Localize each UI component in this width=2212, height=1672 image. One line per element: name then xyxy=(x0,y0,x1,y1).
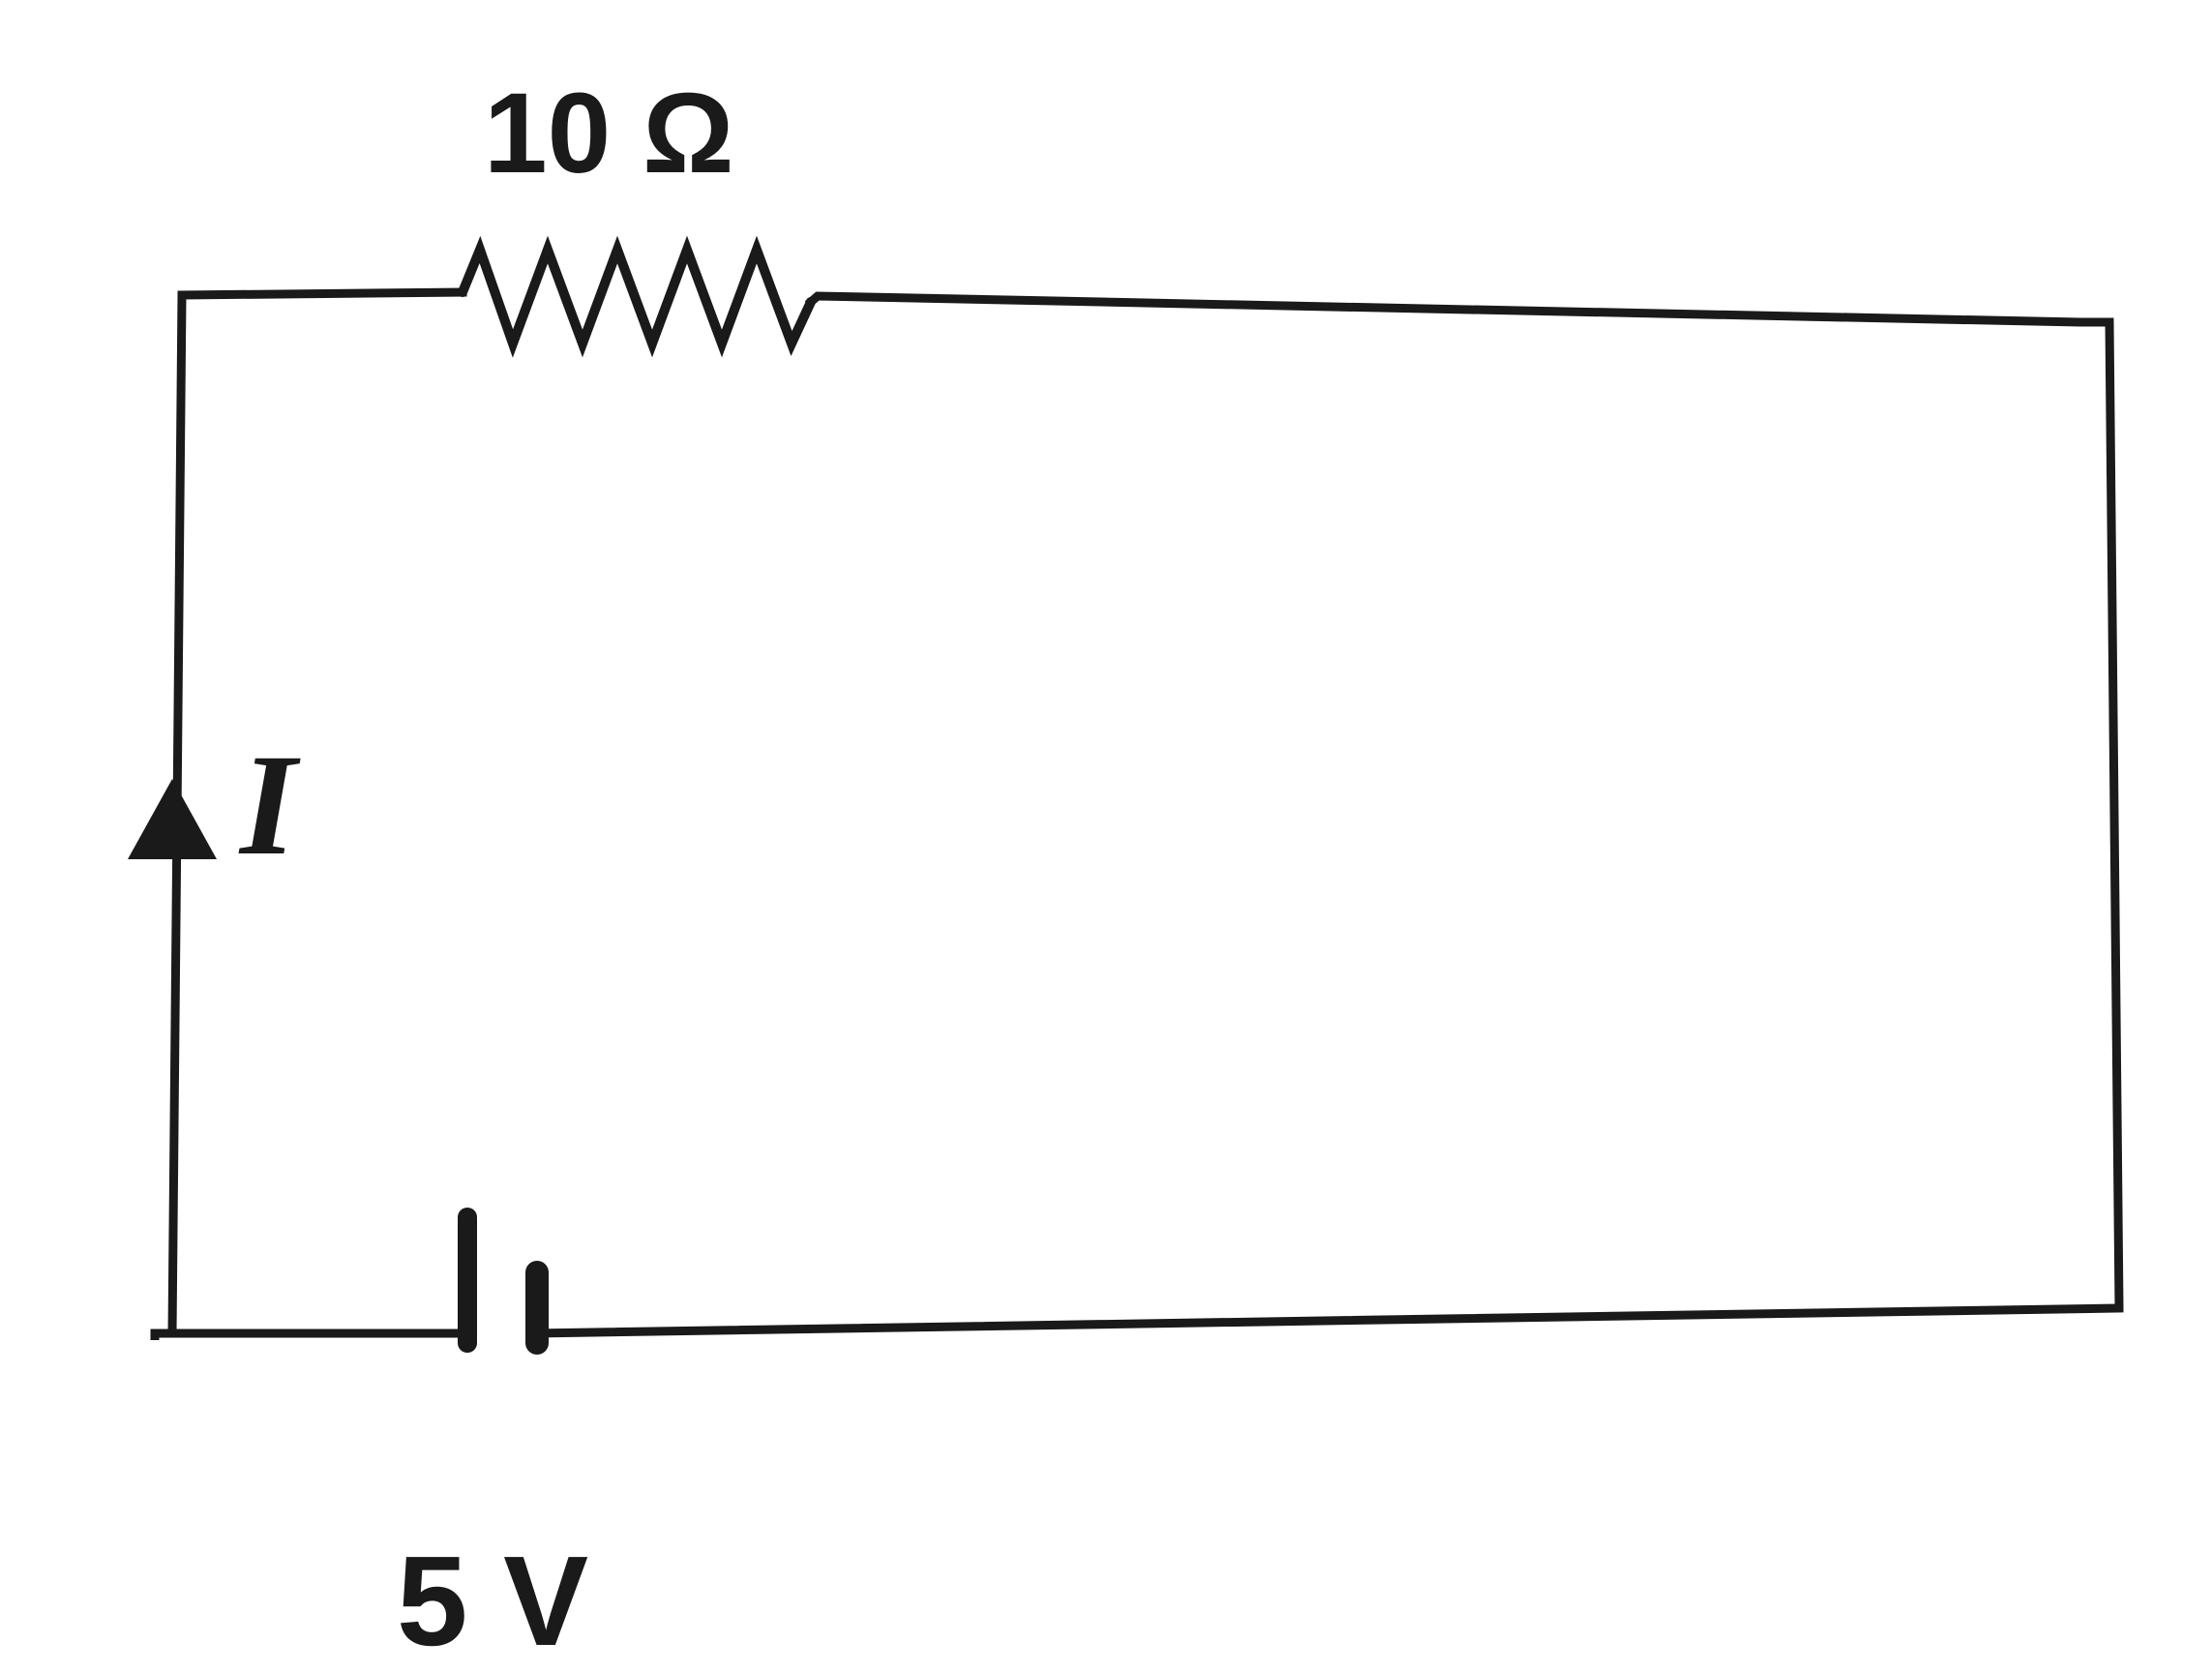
wire-right xyxy=(525,291,2124,1338)
current-label: I xyxy=(238,725,301,885)
resistor xyxy=(458,235,816,358)
resistor-label: 10 Ω xyxy=(484,70,734,197)
wire-left xyxy=(150,287,467,1340)
battery-label: 5 V xyxy=(397,1530,588,1672)
current-arrow xyxy=(128,779,217,859)
